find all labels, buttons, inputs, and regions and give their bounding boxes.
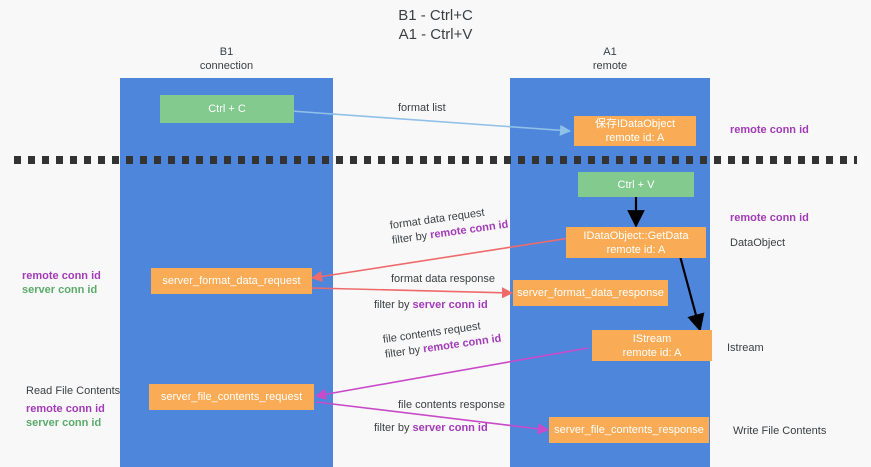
edge-label-format-data-response: format data response: [391, 273, 495, 285]
node-ctrl-c[interactable]: Ctrl + C: [160, 95, 294, 123]
node-server-format-data-request[interactable]: server_format_data_request: [151, 268, 312, 294]
side-label-left-remote-conn-id: remote conn id: [22, 270, 101, 282]
edge-label-file-contents-response-filter-prefix: filter by: [374, 422, 413, 434]
edge-label-format-data-response-filter-key: server conn id: [412, 299, 488, 311]
node-server-file-contents-response[interactable]: server_file_contents_response: [549, 417, 709, 443]
edge-label-format-list: format list: [398, 102, 446, 114]
side-label-istream: Istream: [727, 342, 764, 354]
node-server-file-contents-request[interactable]: server_file_contents_request: [149, 384, 314, 410]
edge-label-format-data-request-filter-prefix: filter by: [391, 229, 432, 247]
edge-label-file-contents-response-filter: filter by server conn id: [374, 421, 488, 436]
diagram-title: B1 - Ctrl+C A1 - Ctrl+V: [398, 7, 473, 43]
side-label-remote-conn-id-top: remote conn id: [730, 124, 809, 136]
edge-label-format-data-request: format data request filter by remote con…: [389, 203, 509, 249]
edge-label-format-data-response-filter-prefix: filter by: [374, 299, 413, 311]
edge-label-file-contents-request: file contents request filter by remote c…: [382, 317, 502, 363]
edge-label-file-contents-request-filter-prefix: filter by: [384, 343, 425, 361]
side-label-left-server-conn-id-2: server conn id: [26, 417, 102, 429]
edge-label-file-contents-response-filter-key: server conn id: [412, 422, 488, 434]
side-label-remote-conn-id-mid: remote conn id: [730, 212, 809, 224]
lane-header-a1: A1 remote: [592, 46, 628, 72]
node-idataobject[interactable]: 保存IDataObject remote id: A: [574, 116, 696, 146]
edge-label-format-data-response-filter: filter by server conn id: [374, 298, 488, 313]
side-label-write-file-contents: Write File Contents: [733, 425, 827, 437]
node-istream[interactable]: IStream remote id: A: [592, 330, 712, 361]
side-label-left-server-conn-id: server conn id: [22, 284, 98, 296]
node-ctrl-v[interactable]: Ctrl + V: [578, 172, 694, 197]
side-label-dataobject: DataObject: [730, 237, 786, 249]
node-server-format-data-response[interactable]: server_format_data_response: [513, 280, 668, 306]
edge-format-data-response: [311, 287, 514, 299]
edge-label-file-contents-response: file contents response: [398, 399, 506, 411]
lane-header-b1: B1 connection: [199, 46, 254, 72]
side-label-left-remote-conn-id-2: remote conn id: [26, 403, 105, 415]
node-idataobject-getdata[interactable]: IDataObject::GetData remote id: A: [566, 227, 706, 258]
side-label-read-file-contents: Read File Contents: [26, 385, 121, 397]
